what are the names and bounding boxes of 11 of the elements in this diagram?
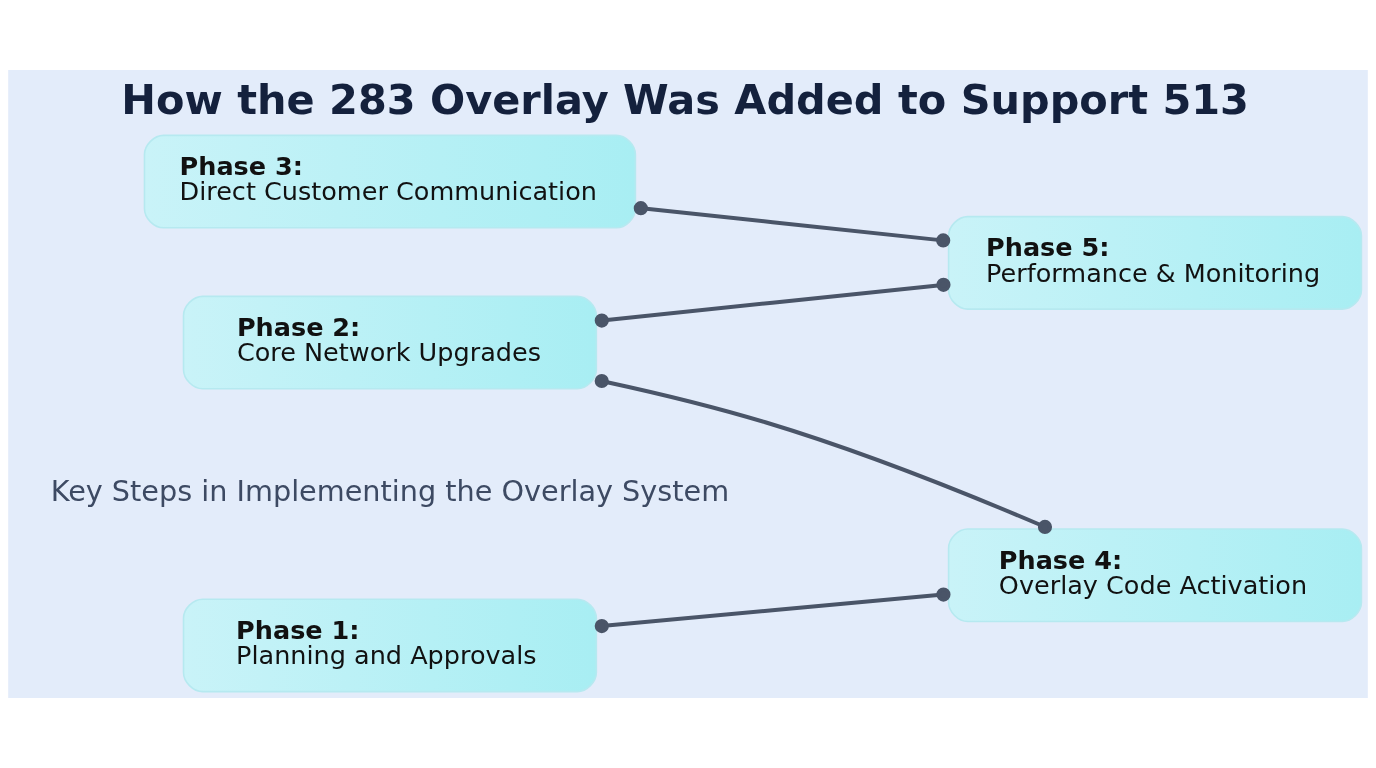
node-box: Phase 3: Direct Customer Communication (143, 134, 637, 229)
connector (594, 587, 951, 634)
node-box: Phase 5: Performance & Monitoring (947, 215, 1363, 310)
node-box: Phase 1: Planning and Approvals (182, 598, 598, 693)
connector (633, 201, 951, 248)
connector (594, 373, 1053, 534)
label: Key Steps in Implementing the Overlay System (50, 473, 730, 508)
connector (594, 277, 951, 328)
node-box: Phase 4: Overlay Code Activation (947, 528, 1363, 623)
diagram-title: How the 283 Overlay Was Added to Support 513 (121, 76, 1249, 125)
node-box: Phase 2: Core Network Upgrades (182, 295, 598, 390)
